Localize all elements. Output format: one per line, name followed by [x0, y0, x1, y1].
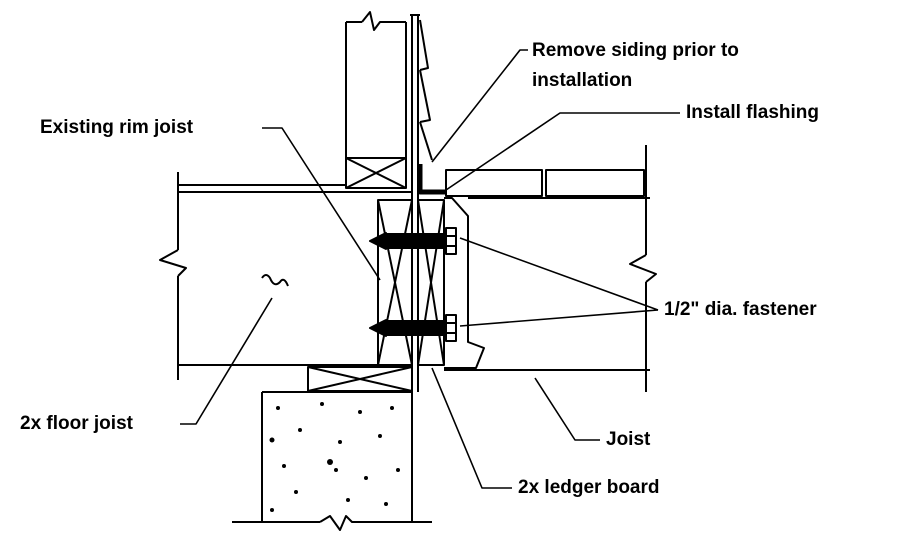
- label-remove-siding-line2: installation: [532, 70, 633, 91]
- flashing: [417, 164, 446, 195]
- leader-remove-siding: [431, 49, 528, 163]
- sill-plate: [307, 366, 413, 392]
- upper-fastener: [369, 227, 457, 255]
- label-floor-joist: 2x floor joist: [20, 413, 133, 434]
- lower-fastener: [369, 314, 457, 342]
- leader-fastener-lower: [459, 309, 659, 327]
- label-ledger-board: 2x ledger board: [518, 477, 660, 498]
- deck-joist: [444, 145, 657, 392]
- leader-install-flashing: [445, 112, 680, 191]
- label-existing-rim-joist: Existing rim joist: [40, 117, 194, 138]
- concrete-foundation: [232, 391, 432, 531]
- leader-joist: [534, 377, 600, 441]
- leader-existing-rim-joist: [262, 127, 381, 281]
- ledger-board: [417, 199, 445, 366]
- concrete-aggregate: [269, 402, 400, 512]
- joist-hanger: [444, 197, 485, 369]
- interior-floor-joist: [159, 172, 378, 380]
- leader-ledger-board: [431, 367, 512, 489]
- label-fastener: 1/2" dia. fastener: [664, 299, 817, 320]
- label-install-flashing: Install flashing: [686, 102, 820, 123]
- existing-rim-joist: [377, 199, 413, 366]
- sole-plate: [345, 157, 407, 189]
- siding: [419, 19, 433, 161]
- leader-lines: [180, 49, 680, 489]
- wood-grain-mark: [261, 274, 289, 287]
- label-joist: Joist: [606, 429, 651, 450]
- label-remove-siding-line1: Remove siding prior to: [532, 40, 739, 61]
- leader-floor-joist: [180, 297, 273, 425]
- leader-fastener-upper: [459, 237, 659, 311]
